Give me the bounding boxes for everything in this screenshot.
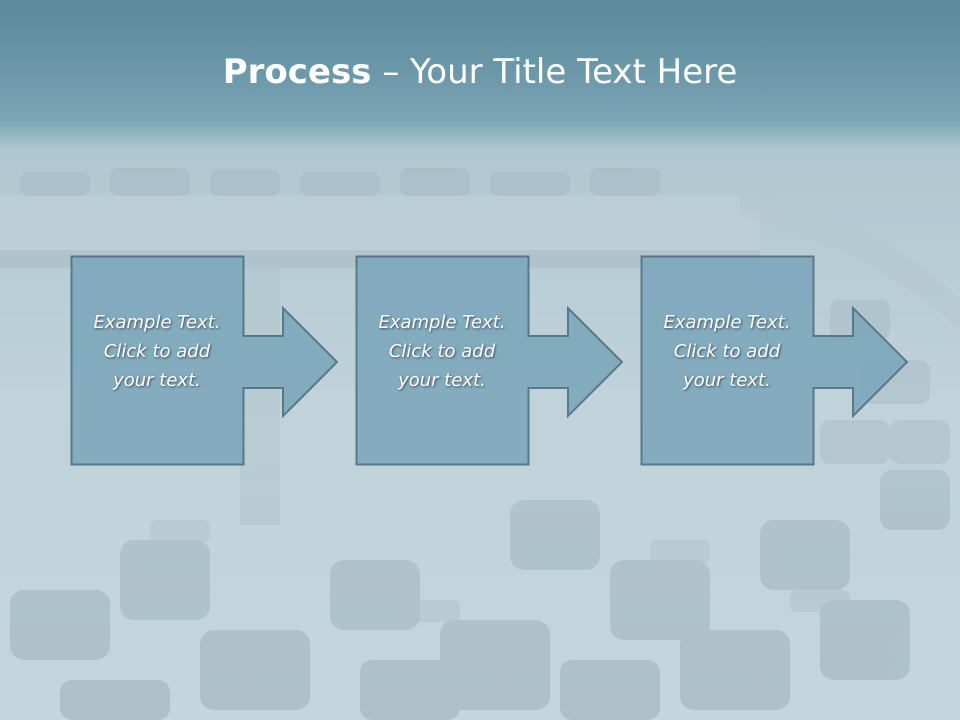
step-1-arrow-shape [70, 255, 339, 466]
step-2-line-1: Example Text. [378, 312, 506, 333]
step-1-line-3: your text. [113, 370, 201, 391]
step-2-line-2: Click to add [388, 341, 496, 362]
step-3-line-2: Click to add [673, 341, 781, 362]
step-3-line-1: Example Text. [663, 312, 791, 333]
process-step-3[interactable]: Example Text. Click to add your text. [640, 255, 921, 468]
step-1-line-1: Example Text. [93, 312, 221, 333]
step-3-text[interactable]: Example Text. Click to add your text. [641, 308, 813, 395]
title-rest: – Your Title Text Here [371, 52, 738, 92]
step-1-line-2: Click to add [103, 341, 211, 362]
step-2-text[interactable]: Example Text. Click to add your text. [356, 308, 528, 395]
process-step-2[interactable]: Example Text. Click to add your text. [355, 255, 636, 468]
step-1-text[interactable]: Example Text. Click to add your text. [71, 308, 243, 395]
process-step-1[interactable]: Example Text. Click to add your text. [70, 255, 351, 468]
step-2-line-3: your text. [398, 370, 486, 391]
step-3-arrow-shape [640, 255, 909, 466]
title-strong: Process [222, 52, 372, 92]
step-2-arrow-shape [355, 255, 624, 466]
slide-title[interactable]: Process – Your Title Text Here [0, 52, 960, 92]
step-3-line-3: your text. [683, 370, 771, 391]
title-band [0, 0, 960, 150]
